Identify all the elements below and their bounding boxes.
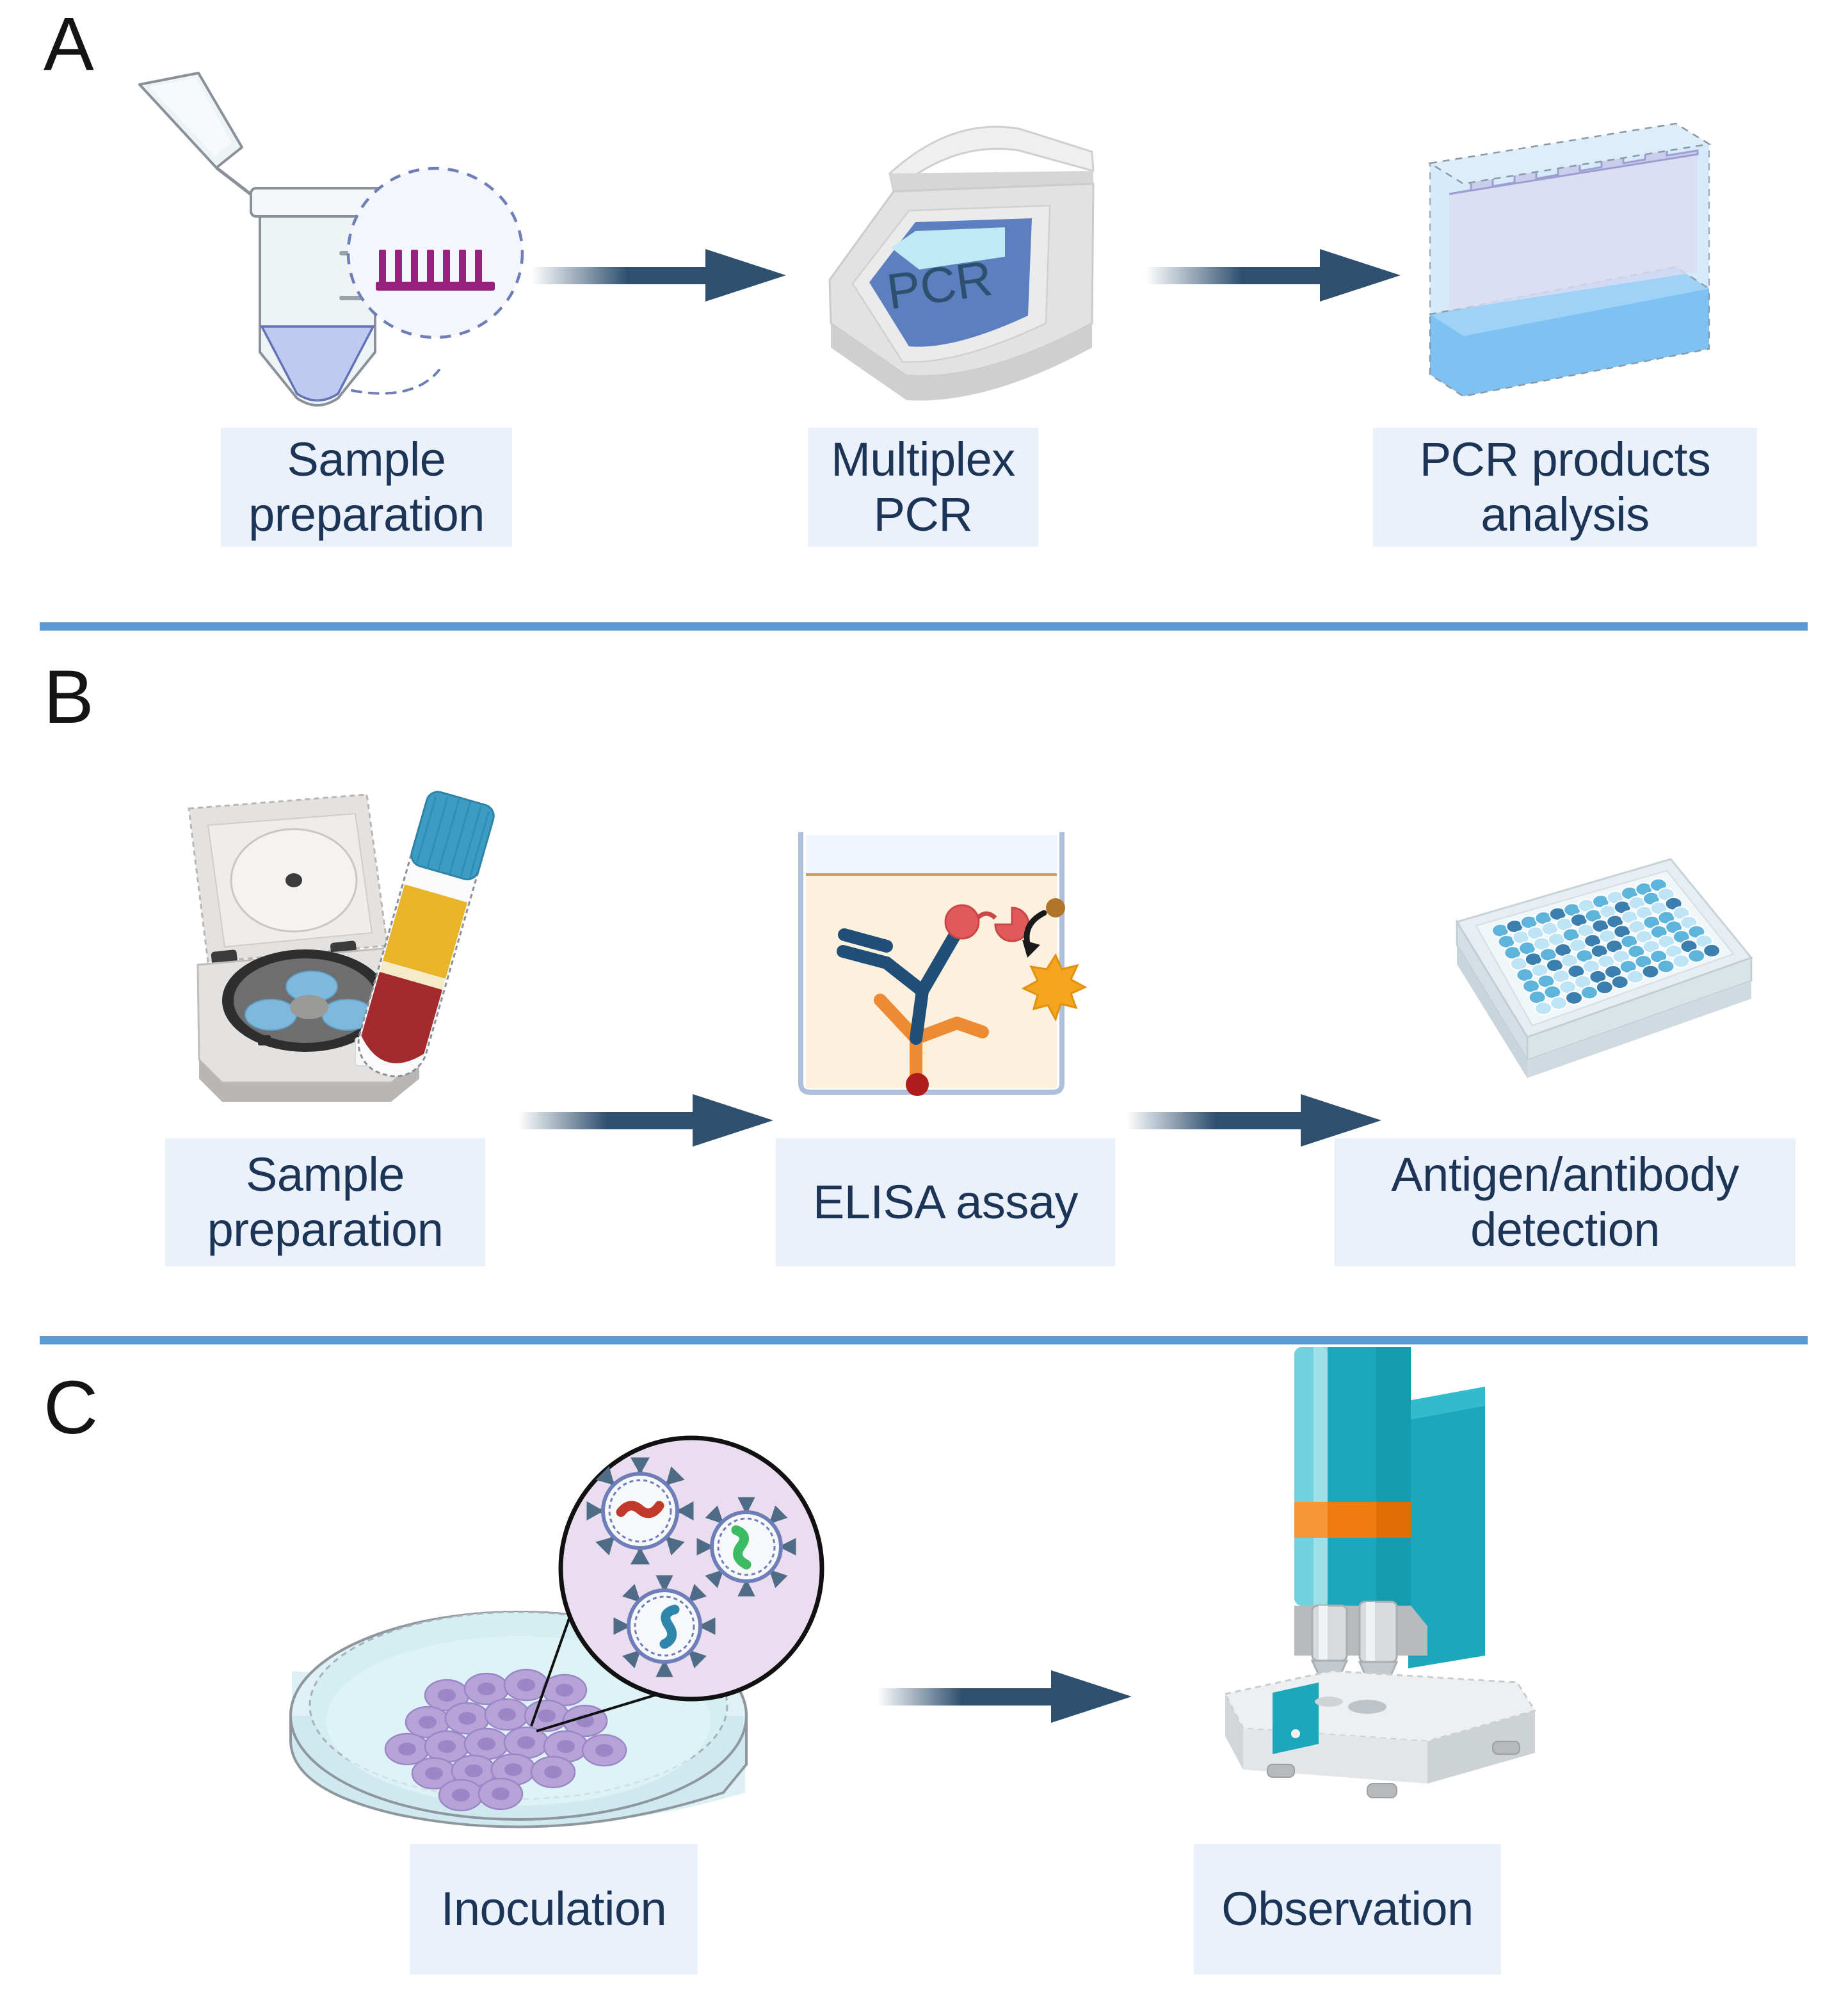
- label-line2: detection: [1470, 1203, 1660, 1256]
- pcr-thermocycler-icon: PCR: [828, 125, 1095, 401]
- arrow-c-1: [877, 1668, 1133, 1725]
- panel-b-letter: B: [44, 655, 94, 739]
- arrow-a-1: [531, 246, 787, 304]
- centrifuge-with-blood-tube-icon: [188, 791, 495, 1102]
- cell-monolayer: [384, 1668, 627, 1812]
- label-pcr-products-analysis: PCR products analysis: [1373, 428, 1757, 547]
- arrow-b-1: [518, 1092, 775, 1149]
- inverted-microscope-icon: [1223, 1347, 1537, 1798]
- microplate-well: [1672, 954, 1691, 969]
- gel-electrophoresis-tray-icon: [1427, 122, 1712, 398]
- panel-b: B: [0, 640, 1848, 1336]
- label-line2: preparation: [207, 1203, 444, 1256]
- label-line2: PCR: [873, 488, 973, 541]
- label-inoculation: Inoculation: [410, 1844, 698, 1974]
- arrow-b-2: [1127, 1092, 1383, 1149]
- step-pcr-products-analysis: [1408, 118, 1722, 400]
- dna-primer-magnifier-icon: [346, 166, 524, 339]
- microplate-well: [1687, 949, 1706, 964]
- microplate-well: [1565, 990, 1583, 1005]
- step-elisa-assay: [797, 832, 1088, 1096]
- virus-particle-green: [696, 1497, 796, 1597]
- panel-a-letter: A: [44, 2, 94, 86]
- label-elisa-assay: ELISA assay: [776, 1138, 1115, 1266]
- petri-dish-with-virus-magnifier-icon: [289, 1522, 748, 1828]
- virus-particle-blue: [613, 1575, 716, 1677]
- step-multiplex-pcr: PCR: [794, 112, 1101, 401]
- label-sample-preparation-b: Sample preparation: [165, 1138, 485, 1266]
- label-line1: Sample: [287, 433, 446, 487]
- label-line1: ELISA assay: [812, 1175, 1079, 1229]
- elisa-sandwich-assay-icon: [798, 832, 1088, 1096]
- divider-a-b: [40, 622, 1808, 631]
- microplate-well: [1534, 1001, 1553, 1016]
- virus-particle-red: [586, 1457, 694, 1565]
- panel-c: C: [0, 1347, 1848, 2016]
- label-line2: preparation: [248, 488, 485, 541]
- label-observation: Observation: [1194, 1844, 1501, 1974]
- primer-magnifier: [346, 166, 525, 339]
- microplate-well: [1611, 975, 1629, 990]
- virus-magnifier: [557, 1434, 826, 1703]
- panel-a: A: [0, 0, 1848, 629]
- antigen-dot: [906, 1073, 929, 1096]
- signal-star-icon: [1021, 953, 1088, 1022]
- microplate-96-well-icon: [1455, 858, 1753, 1078]
- microplate-well: [1657, 959, 1675, 974]
- arrow-a-2: [1146, 246, 1402, 304]
- label-multiplex-pcr: Multiplex PCR: [808, 428, 1038, 547]
- step-sample-preparation-elisa: [163, 759, 522, 1102]
- microplate-well: [1580, 985, 1598, 1000]
- label-line1: Observation: [1221, 1882, 1474, 1936]
- label-line1: PCR products: [1419, 433, 1711, 487]
- step-observation: [1216, 1344, 1549, 1812]
- label-line1: Multiplex: [831, 433, 1015, 487]
- label-line1: Antigen/antibody: [1391, 1148, 1739, 1202]
- panel-c-letter: C: [44, 1366, 99, 1450]
- label-sample-preparation-a: Sample preparation: [221, 428, 512, 547]
- label-line1: Inoculation: [440, 1882, 667, 1936]
- microplate-well: [1626, 969, 1644, 984]
- divider-b-c: [40, 1336, 1808, 1344]
- step-inoculation: [275, 1434, 775, 1837]
- microplate-well: [1703, 943, 1721, 958]
- label-line1: Sample: [246, 1148, 405, 1202]
- microplate-well: [1550, 996, 1568, 1010]
- microplate-well: [1641, 964, 1660, 979]
- virus-particles-magnifier-icon: [558, 1435, 824, 1702]
- microplate-well: [1595, 980, 1614, 995]
- step-antigen-antibody-detection: [1395, 845, 1754, 1101]
- label-line2: analysis: [1481, 488, 1650, 541]
- label-antigen-antibody-detection: Antigen/antibody detection: [1335, 1138, 1796, 1266]
